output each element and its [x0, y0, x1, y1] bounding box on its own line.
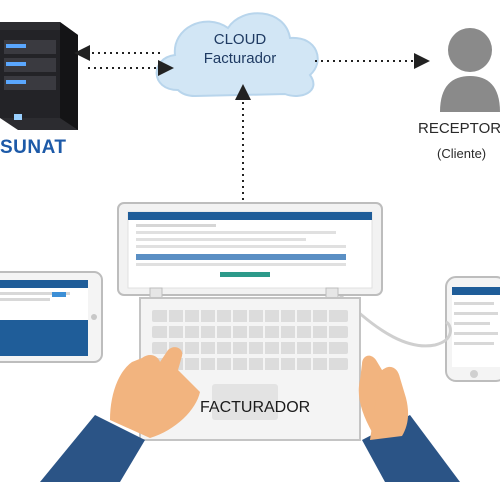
cliente-label: (Cliente) [437, 146, 487, 161]
hand-icon [40, 347, 200, 482]
person-icon [440, 28, 500, 112]
laptop-icon [117, 202, 383, 441]
facturador-label: FACTURADOR [200, 399, 311, 416]
cloud-subtitle: Facturador [203, 50, 277, 67]
receptor-label: RECEPTOR [418, 120, 500, 137]
phone-icon [445, 276, 500, 382]
server-icon [0, 22, 78, 130]
server-cloud-arrows [74, 45, 174, 76]
cloud-title: CLOUD [213, 31, 267, 48]
cloud-label: CLOUD Facturador [175, 30, 305, 68]
hand-icon [358, 355, 460, 482]
cable [338, 293, 452, 348]
cloud-icon [155, 12, 319, 98]
sunat-label: SUNAT [0, 137, 67, 158]
tablet-icon [0, 271, 103, 363]
